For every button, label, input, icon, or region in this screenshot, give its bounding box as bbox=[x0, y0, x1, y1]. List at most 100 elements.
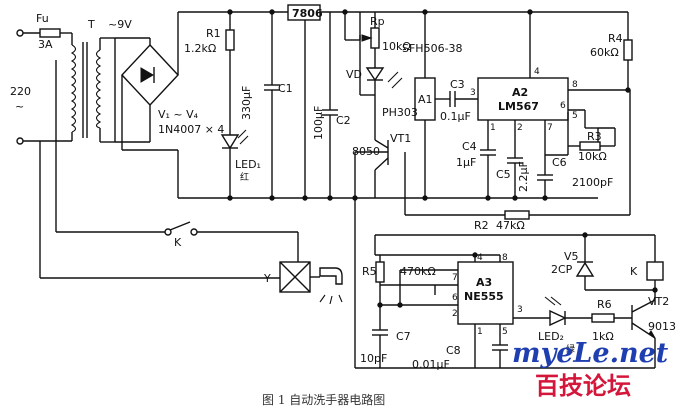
regulator-7806 bbox=[287, 4, 321, 198]
transformer bbox=[70, 37, 115, 143]
fuse-label: Fu bbox=[36, 12, 49, 25]
a3-ne555 bbox=[457, 261, 550, 368]
rp-label: Rp bbox=[370, 15, 385, 28]
r6-value-label: 1kΩ bbox=[592, 330, 614, 343]
pin-numbers: 3 4 8 6 5 1 2 7 4 8 7 6 2 3 1 5 bbox=[452, 67, 578, 337]
c2-label: C2 bbox=[336, 114, 351, 127]
a2-pin-4: 4 bbox=[534, 67, 540, 77]
c6-value-label: 2100pF bbox=[572, 176, 613, 189]
fuse bbox=[39, 28, 61, 38]
valve-label: Y bbox=[263, 272, 271, 285]
r6-label: R6 bbox=[597, 298, 612, 311]
r4-resistor bbox=[623, 12, 633, 215]
led1-color-label: 红 bbox=[240, 171, 249, 183]
rp-value-label: 10kΩ bbox=[382, 40, 411, 53]
v5-diode-relay bbox=[575, 232, 664, 305]
a2-pin-8: 8 bbox=[572, 80, 578, 90]
c1-label: C1 bbox=[278, 82, 293, 95]
a3-label: A3 bbox=[476, 276, 492, 289]
c1-capacitor bbox=[264, 12, 280, 198]
c3-value-label: 0.1μF bbox=[440, 110, 471, 123]
c1-value-label: 330μF bbox=[240, 86, 253, 120]
r3-value-label: 10kΩ bbox=[578, 150, 607, 163]
v5-label: V5 bbox=[564, 250, 579, 263]
vt1-label: VT1 bbox=[390, 132, 411, 145]
a2-pin-2: 2 bbox=[517, 123, 523, 133]
r5-label: R5 bbox=[362, 265, 377, 278]
a2-pin-1: 1 bbox=[490, 123, 496, 133]
c7-value-label: 10pF bbox=[360, 352, 387, 365]
a3-pin-8: 8 bbox=[502, 253, 508, 263]
c4-label: C4 bbox=[462, 140, 477, 153]
bridge-part-label: 1N4007 × 4 bbox=[158, 123, 224, 136]
c3-label: C3 bbox=[450, 78, 465, 91]
supply-rails bbox=[178, 9, 628, 201]
c5-value-label: 2.2μF bbox=[517, 161, 530, 192]
r3-resistor bbox=[568, 127, 616, 151]
solenoid-valve bbox=[39, 141, 343, 305]
led1-label: LED₁ bbox=[235, 158, 261, 171]
bridge-label: V₁ ~ V₄ bbox=[158, 108, 199, 121]
a2-pin-7: 7 bbox=[547, 123, 553, 133]
vt2-label: VT2 bbox=[648, 295, 669, 308]
a3-pin-1: 1 bbox=[477, 327, 483, 337]
watermark: myeLe.net 百技论坛 bbox=[512, 338, 669, 400]
figure-caption: 图 1 自动洗手器电路图 bbox=[262, 392, 385, 407]
c4-value-label: 1μF bbox=[456, 156, 476, 169]
a2-part-label: LM567 bbox=[498, 100, 539, 113]
mains-voltage-label: 220 bbox=[10, 85, 31, 98]
a3-pin-7: 7 bbox=[452, 273, 458, 283]
sfh506-label: SFH506-38 bbox=[402, 42, 463, 55]
a3-pin-2: 2 bbox=[452, 309, 458, 319]
led2-r6-branch bbox=[544, 296, 632, 327]
ph303-label: PH303 bbox=[382, 106, 418, 119]
a3-pin-6: 6 bbox=[452, 293, 458, 303]
vt2-part-label: 9013 bbox=[648, 320, 676, 333]
fuse-rating-label: 3A bbox=[38, 38, 53, 51]
a1-receiver bbox=[414, 12, 478, 198]
r1-label: R1 bbox=[206, 27, 221, 40]
c8-label: C8 bbox=[446, 344, 461, 357]
r1-led1-branch bbox=[220, 12, 249, 198]
v5-part-label: 2CP bbox=[551, 263, 573, 276]
mains-symbol-label: ~ bbox=[15, 100, 24, 113]
a2-lm567 bbox=[477, 12, 630, 198]
a3-pin-4: 4 bbox=[477, 253, 483, 263]
led2-color-label: 绿 bbox=[566, 343, 575, 355]
transformer-output-label: ~9V bbox=[108, 18, 132, 31]
a3-pin-3: 3 bbox=[517, 305, 523, 315]
bridge-rectifier bbox=[114, 12, 179, 198]
a3-part-label: NE555 bbox=[464, 290, 504, 303]
r4-value-label: 60kΩ bbox=[590, 46, 619, 59]
c7-label: C7 bbox=[396, 330, 411, 343]
c6-label: C6 bbox=[552, 156, 567, 169]
mains-input bbox=[16, 29, 73, 145]
r5-value-label: 470kΩ bbox=[400, 265, 436, 278]
c2-capacitor bbox=[322, 12, 338, 198]
transformer-label: T bbox=[87, 18, 95, 31]
vt2-transistor bbox=[631, 299, 656, 368]
component-labels: Fu 3A 220 ~ T ~9V V₁ ~ V₄ 1N4007 × 4 R1 … bbox=[10, 7, 676, 371]
r2-resistor bbox=[404, 152, 630, 220]
a2-pin-3: 3 bbox=[470, 88, 476, 98]
timer-section-wiring bbox=[354, 198, 655, 369]
a2-pin-5: 5 bbox=[572, 111, 578, 121]
vt1-transistor bbox=[354, 95, 389, 198]
switch-k-label: K bbox=[174, 236, 182, 249]
c5-label: C5 bbox=[496, 168, 511, 181]
c2-value-label: 100μF bbox=[312, 106, 325, 140]
rp-vd-branch bbox=[344, 12, 403, 96]
switch-k bbox=[55, 60, 299, 262]
c8-value-label: 0.01μF bbox=[412, 358, 450, 371]
vt1-part-label: 8050 bbox=[352, 145, 380, 158]
a2-pin-6: 6 bbox=[560, 101, 566, 111]
watermark-forum: 百技论坛 bbox=[535, 372, 631, 400]
regulator-label: 7806 bbox=[292, 7, 323, 20]
led2-label: LED₂ bbox=[538, 330, 564, 343]
vd-label: VD bbox=[346, 68, 362, 81]
r2-label: R2 bbox=[474, 219, 489, 232]
r3-label: R3 bbox=[587, 130, 602, 143]
a3-pin-5: 5 bbox=[502, 327, 508, 337]
relay-k-label: K bbox=[630, 265, 638, 278]
